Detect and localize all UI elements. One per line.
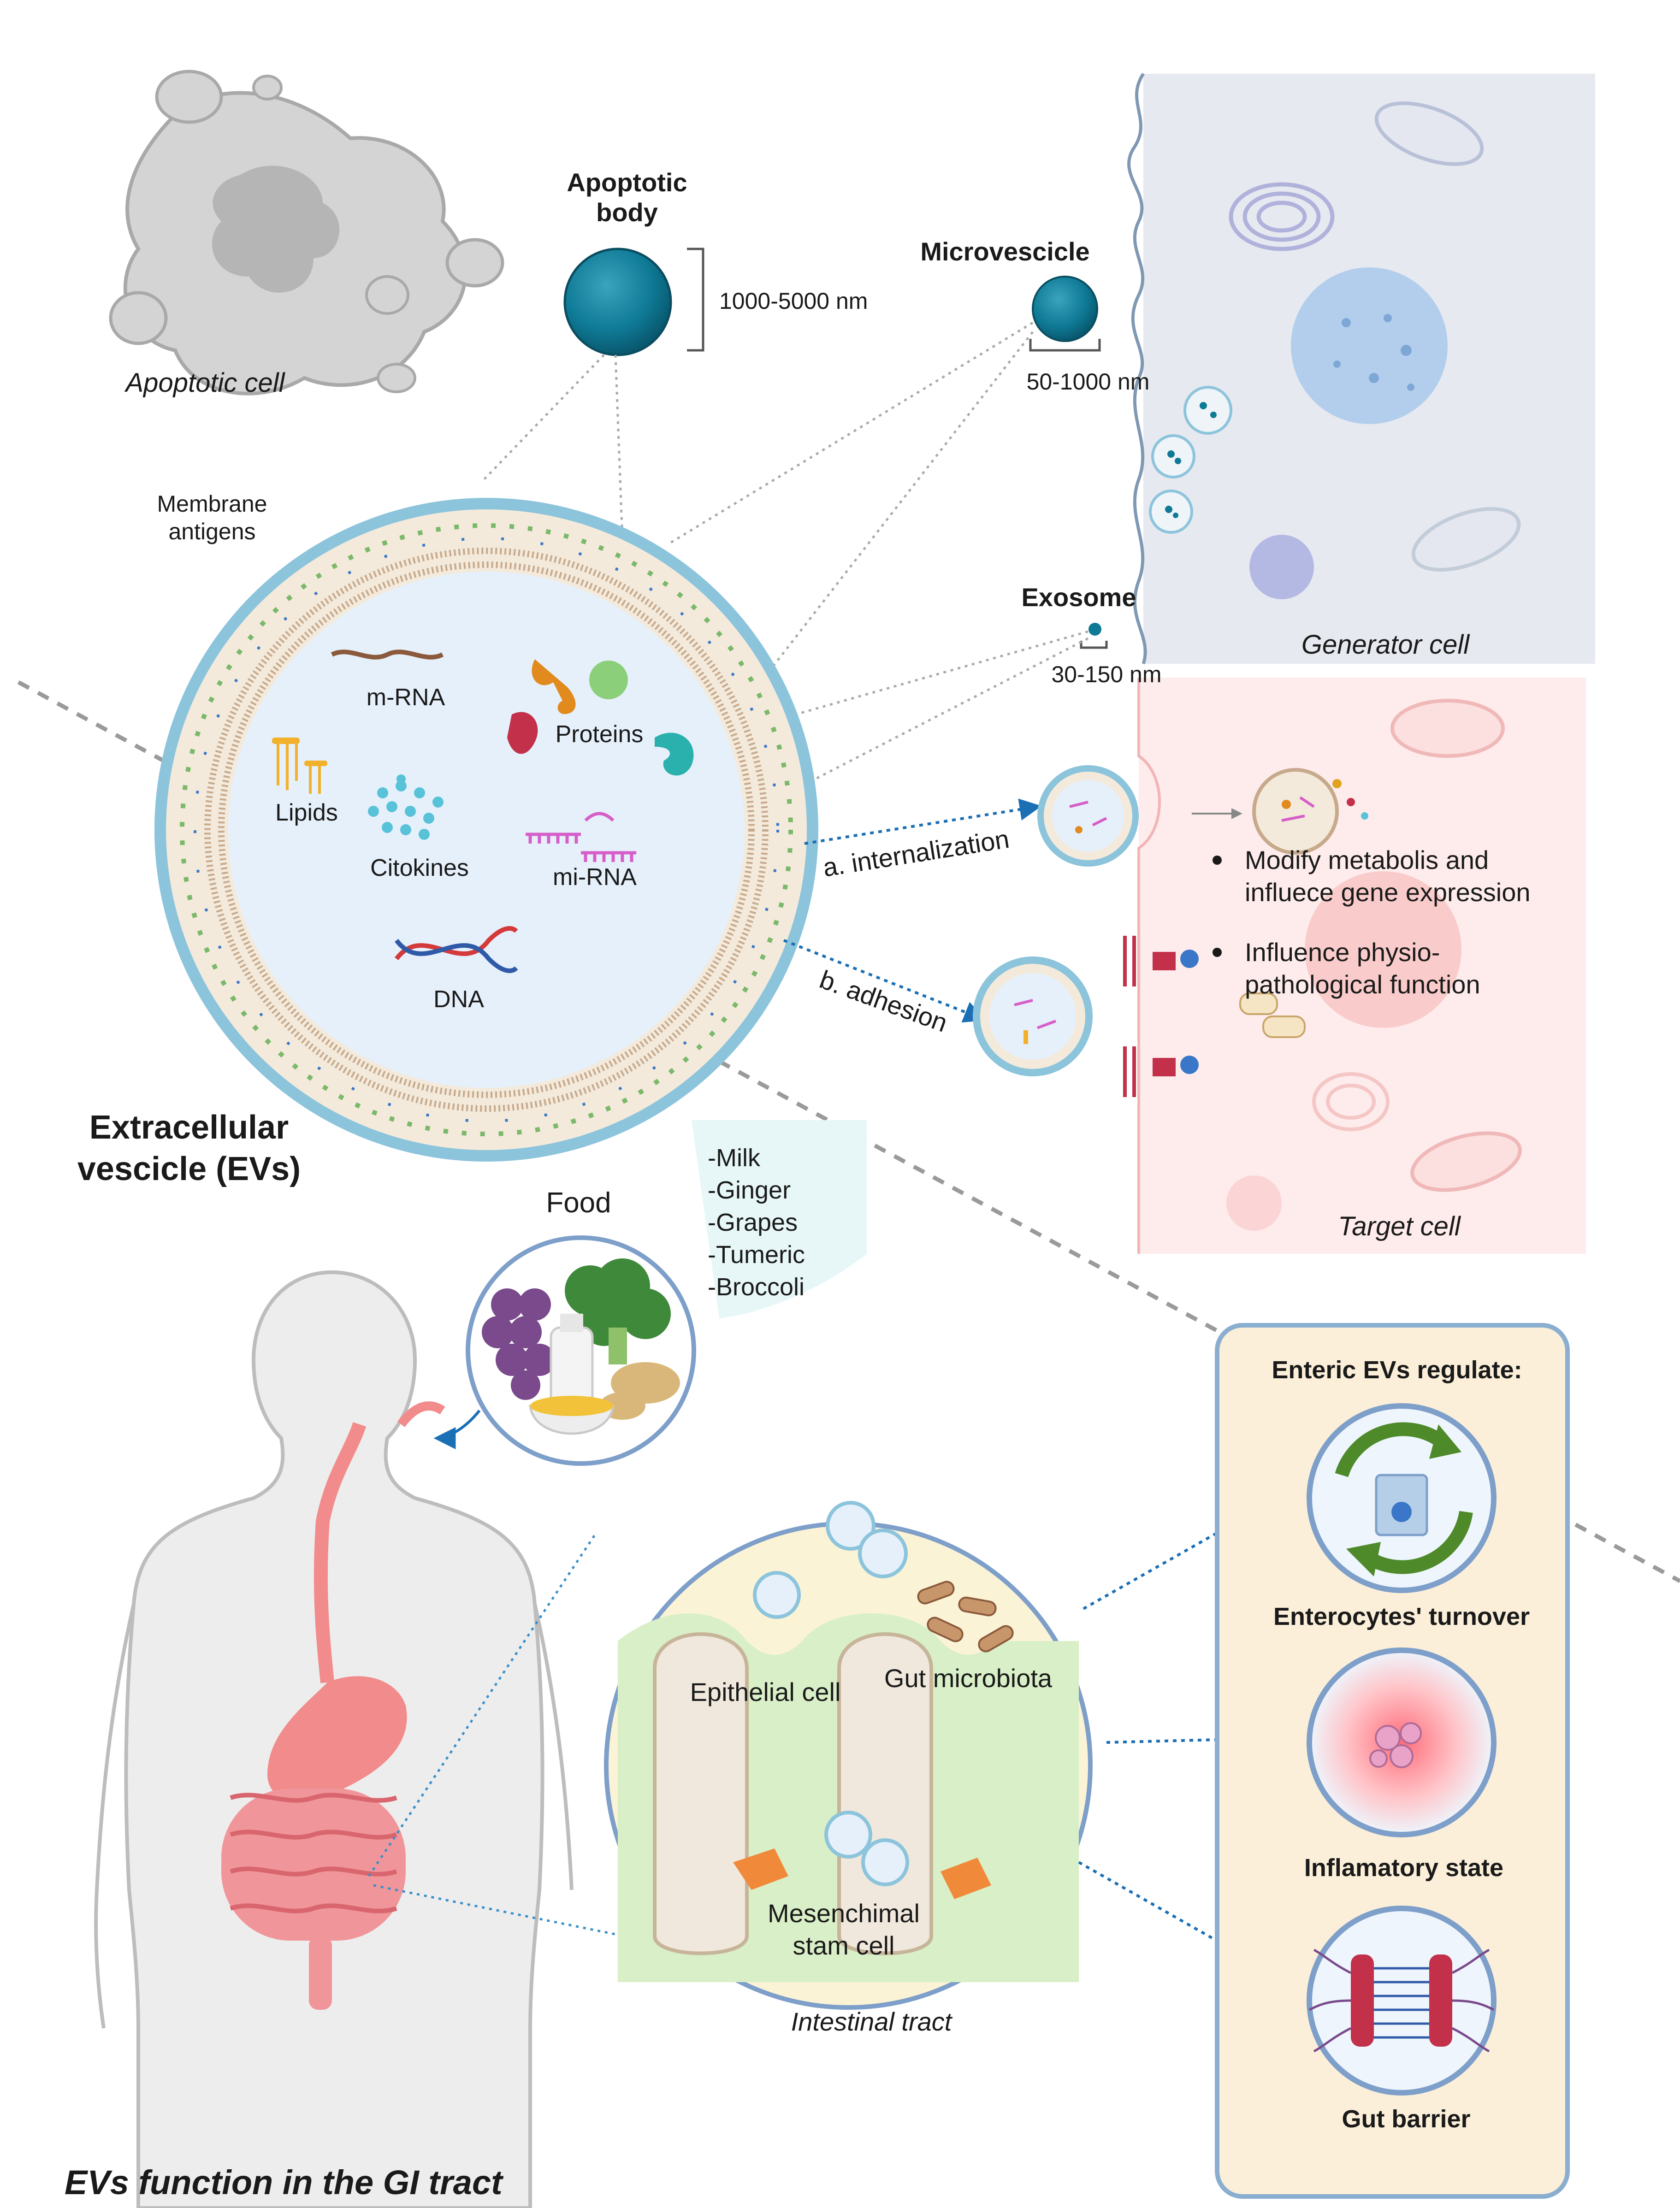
citokines-label: Citokines bbox=[370, 855, 469, 881]
adhered-vesicle bbox=[973, 956, 1093, 1076]
food-list-wedge bbox=[692, 1120, 867, 1318]
turmeric-bowl-icon bbox=[529, 1396, 615, 1435]
enteric-panel-title: Enteric EVs regulate: bbox=[1272, 1356, 1522, 1384]
svg-text:antigens: antigens bbox=[168, 519, 255, 544]
barrier-label: Gut barrier bbox=[1342, 2105, 1470, 2133]
endoplasmic-reticulum-icon bbox=[1249, 535, 1314, 599]
digestive-tract-icon bbox=[221, 1401, 445, 2010]
target-cell: Target cell bbox=[1137, 678, 1586, 1254]
intestinal-evs bbox=[753, 1501, 909, 1886]
lipids-icon bbox=[272, 738, 327, 794]
apoptotic-body-size: 1000-5000 nm bbox=[719, 288, 868, 314]
recycle-arrows-icon bbox=[1335, 1422, 1473, 1574]
food-section: -Milk -Ginger -Grapes -Tumeric -Broccoli… bbox=[433, 1120, 867, 1466]
apoptotic-body: Apoptotic body 1000-5000 nm bbox=[563, 168, 868, 356]
immune-cells-icon bbox=[1369, 1722, 1422, 1768]
inflammatory-circle bbox=[1307, 1647, 1497, 1837]
mrna-icon bbox=[331, 649, 444, 660]
zoom-connectors bbox=[483, 321, 1089, 794]
microvesicle-title: Microvescicle bbox=[920, 237, 1089, 266]
svg-text:vescicle (EVs): vescicle (EVs) bbox=[77, 1151, 301, 1187]
apoptotic-body-sphere bbox=[563, 248, 672, 356]
dna-label: DNA bbox=[433, 986, 484, 1013]
barrier-circle bbox=[1307, 1906, 1497, 2096]
target-cell-label: Target cell bbox=[1338, 1211, 1461, 1241]
tight-junction-icon bbox=[1308, 1948, 1495, 2053]
apoptotic-body-title: Apoptotic bbox=[567, 168, 687, 197]
inflammatory-label: Inflamatory state bbox=[1304, 1854, 1503, 1882]
milk-bottle-icon bbox=[550, 1314, 594, 1407]
food-title: Food bbox=[546, 1187, 611, 1219]
bacteria-icon bbox=[917, 1581, 1014, 1653]
apoptotic-cell-label: Apoptotic cell bbox=[124, 368, 286, 398]
citokines-icon bbox=[368, 774, 444, 840]
ev-lumen bbox=[228, 572, 745, 1088]
food-item-milk: -Milk bbox=[708, 1144, 761, 1172]
intestinal-tract-label: Intestinal tract bbox=[791, 2007, 953, 2036]
internalized-vesicle bbox=[1037, 765, 1139, 867]
mesenchimal-cell-icon bbox=[733, 1848, 991, 1899]
target-nucleus-icon bbox=[1305, 871, 1461, 1028]
mrna-label: m-RNA bbox=[367, 684, 445, 711]
internalization-label: a. internalization bbox=[821, 824, 1012, 882]
exosome-size: 30-150 nm bbox=[1051, 661, 1161, 687]
mirna-label: mi-RNA bbox=[553, 864, 637, 891]
svg-text:influece gene expression: influece gene expression bbox=[1245, 878, 1531, 907]
target-mitochondria-icon bbox=[1390, 699, 1505, 758]
generator-cell: Generator cell bbox=[1127, 73, 1595, 665]
svg-text:stam cell: stam cell bbox=[793, 1931, 895, 1960]
effect-1-line1: Modify metabolis and bbox=[1245, 845, 1489, 874]
exosome-title: Exosome bbox=[1022, 583, 1136, 612]
svg-text:body: body bbox=[596, 198, 658, 227]
apoptotic-cell: Apoptotic cell bbox=[109, 70, 504, 398]
mirna-icon bbox=[526, 812, 636, 862]
adhesion-label: b. adhesion bbox=[816, 965, 952, 1038]
budding-vesicles bbox=[1149, 386, 1232, 534]
golgi-icon bbox=[1229, 182, 1335, 251]
mitochondria-icon bbox=[1374, 101, 1521, 572]
enterocyte-icon bbox=[1375, 1474, 1428, 1536]
food-item-ginger: -Ginger bbox=[708, 1176, 791, 1204]
uptake-effects: Modify metabolis and influece gene expre… bbox=[1213, 845, 1531, 999]
effect-2-line1: Influence physio- bbox=[1245, 938, 1440, 967]
exosome: Exosome 30-150 nm bbox=[1022, 583, 1162, 687]
dna-icon bbox=[395, 926, 518, 973]
uptake-routes: a. internalization b. adhesion bbox=[783, 765, 1531, 1097]
nucleus-icon bbox=[1291, 267, 1448, 424]
receptor-icon bbox=[1123, 936, 1306, 1097]
microvesicle-size: 50-1000 nm bbox=[1027, 369, 1150, 395]
ev-title: Extracellular bbox=[89, 1109, 289, 1146]
proteins-label: Proteins bbox=[556, 721, 644, 748]
food-item-broccoli: -Broccoli bbox=[708, 1273, 805, 1301]
epithelial-cell-label: Epithelial cell bbox=[690, 1677, 841, 1706]
mesenchimal-label: Mesenchimal bbox=[768, 1899, 920, 1928]
generator-cell-label: Generator cell bbox=[1301, 630, 1470, 660]
gut-microbiota-label: Gut microbiota bbox=[884, 1664, 1053, 1693]
endosome-icon bbox=[1252, 768, 1368, 855]
intestinal-tract: Epithelial cell Gut microbiota Mesenchim… bbox=[367, 1501, 1093, 2036]
extracellular-vesicle: m-RNA Proteins Lipids Citokines bbox=[77, 491, 818, 1187]
proteins-icon bbox=[507, 659, 694, 776]
exosome-dot bbox=[1088, 623, 1101, 636]
food-item-tumeric: -Tumeric bbox=[708, 1241, 805, 1269]
lipids-label: Lipids bbox=[275, 799, 338, 826]
food-item-grapes: -Grapes bbox=[708, 1209, 798, 1236]
human-body bbox=[94, 1270, 574, 2208]
villi-icon bbox=[653, 1632, 933, 1955]
svg-text:pathological function: pathological function bbox=[1245, 970, 1480, 999]
microvesicle-sphere bbox=[1032, 276, 1098, 342]
microvesicle: Microvescicle 50-1000 nm bbox=[920, 237, 1149, 395]
membrane-antigens-label: Membrane bbox=[157, 491, 267, 517]
grapes-icon bbox=[482, 1288, 556, 1400]
turnover-label: Enterocytes' turnover bbox=[1273, 1603, 1530, 1630]
footer-title: EVs function in the GI tract bbox=[65, 2163, 504, 2202]
enteric-panel: Enteric EVs regulate: Enterocytes' turno… bbox=[1215, 1323, 1570, 2199]
